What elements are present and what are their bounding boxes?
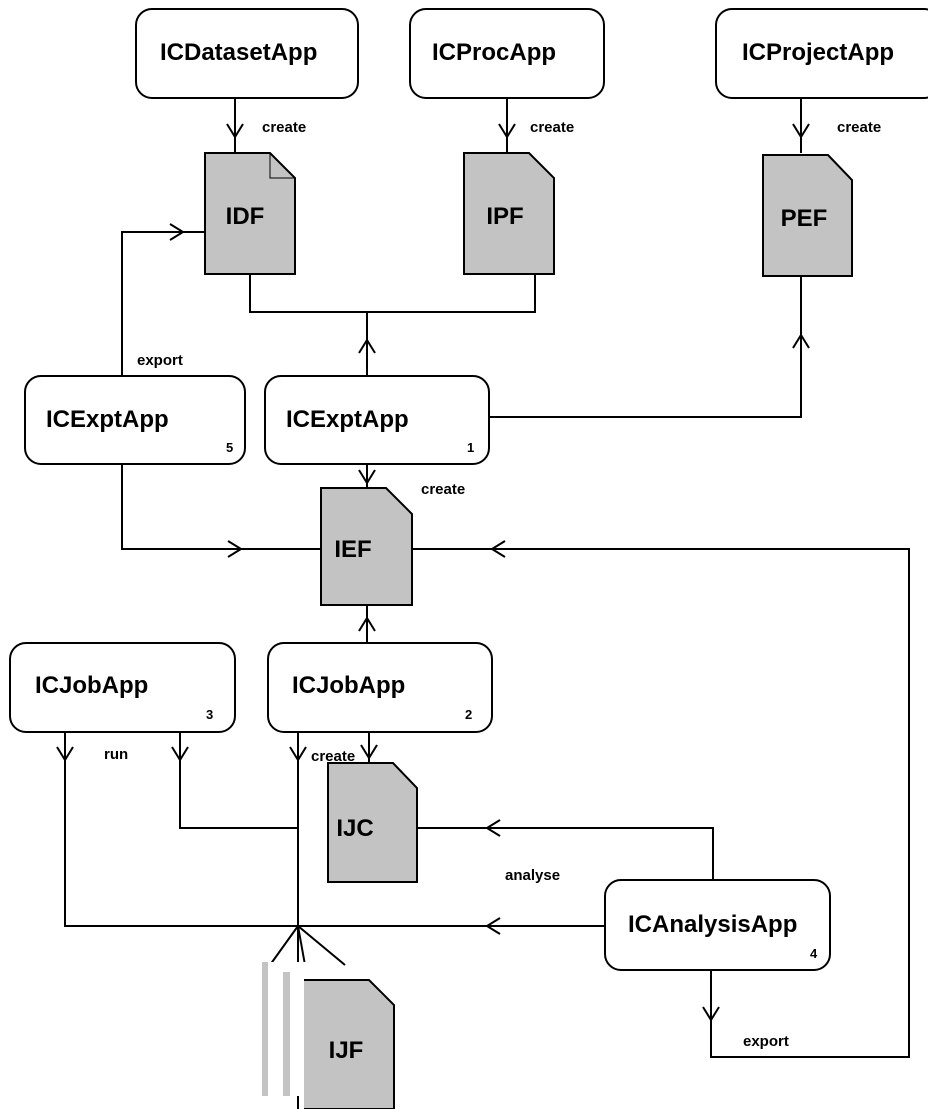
app-analysis-label: ICAnalysisApp	[628, 911, 797, 938]
edge-label-export-analysis: export	[743, 1033, 789, 1050]
connectors	[64, 99, 910, 1109]
file-pef-label: PEF	[781, 205, 828, 232]
arrow-down-idf	[226, 123, 244, 139]
arrow-down-ipf	[498, 123, 516, 139]
file-pef: PEF	[762, 154, 853, 277]
arrow-down-job3-left	[56, 746, 74, 762]
arrow-left-ief	[490, 540, 506, 558]
arrow-down-ijc	[360, 744, 378, 760]
app-job-2-number: 2	[465, 707, 472, 722]
file-idf-label: IDF	[226, 203, 265, 230]
app-expt-1-label: ICExptApp	[286, 406, 409, 433]
arrow-down-pef	[792, 123, 810, 139]
arrow-left-ijc	[485, 819, 501, 837]
edge-label-export-expt5: export	[137, 352, 183, 369]
arrow-down-job2-trunk	[289, 746, 307, 762]
connector-ijf-fan	[269, 924, 346, 966]
app-proc[interactable]: ICProcApp	[409, 8, 605, 99]
app-job-2-label: ICJobApp	[292, 672, 405, 699]
edge-label-run: run	[104, 746, 128, 763]
file-ijf-page-front	[304, 979, 395, 1109]
app-job-3[interactable]: ICJobApp 3	[9, 642, 236, 733]
connector-job3-ijc	[179, 733, 298, 829]
edge-label-create-ijc: create	[311, 748, 355, 765]
arrow-up-pef	[792, 333, 810, 349]
connector-expt1-pef	[489, 277, 802, 418]
app-expt-5-number: 5	[226, 440, 233, 455]
app-expt-1-number: 1	[467, 440, 474, 455]
app-project[interactable]: ICProjectApp	[715, 8, 928, 99]
edge-label-create-idf: create	[262, 119, 306, 136]
arrow-left-ijf	[485, 917, 501, 935]
file-ijf-label: IJF	[329, 1037, 364, 1064]
app-job-3-number: 3	[206, 707, 213, 722]
edge-label-analyse: analyse	[505, 867, 560, 884]
file-ipf: IPF	[463, 152, 555, 275]
edge-label-create-ief: create	[421, 481, 465, 498]
arrow-up-merge	[358, 338, 376, 354]
app-analysis[interactable]: ICAnalysisApp 4	[604, 879, 831, 971]
connector-job3-ijf	[64, 733, 298, 927]
edge-label-create-pef: create	[837, 119, 881, 136]
app-analysis-number: 4	[810, 946, 818, 961]
connector-idf-ipf-merge	[249, 275, 536, 313]
app-dataset-label: ICDatasetApp	[160, 39, 317, 66]
app-job-3-label: ICJobApp	[35, 672, 148, 699]
file-ief: IEF	[320, 487, 413, 606]
edge-labels: create create create export create run c…	[104, 119, 881, 1050]
app-job-2[interactable]: ICJobApp 2	[267, 642, 493, 733]
connector-ijf-fan-mid	[297, 925, 306, 966]
app-proc-label: ICProcApp	[432, 39, 556, 66]
app-expt-5[interactable]: ICExptApp 5	[24, 375, 246, 465]
edge-label-create-ipf: create	[530, 119, 574, 136]
file-idf: IDF	[204, 152, 296, 275]
arrow-down-job3-run	[171, 746, 189, 762]
app-expt-1[interactable]: ICExptApp 1	[264, 375, 490, 465]
connector-analysis-ijc	[417, 827, 714, 880]
file-ijc-label: IJC	[336, 815, 373, 842]
arrow-down-export	[702, 1006, 720, 1022]
app-project-label: ICProjectApp	[742, 39, 894, 66]
connector-analysis-ief	[412, 548, 910, 1058]
app-dataset[interactable]: ICDatasetApp	[135, 8, 359, 99]
file-ijf-shadow-mid	[283, 972, 290, 1096]
file-ijf-stack: IJF	[262, 962, 395, 1109]
arrow-right-ief	[227, 540, 243, 558]
file-ijf-shadow-back	[262, 962, 268, 1096]
arrow-up-ief	[358, 616, 376, 632]
connector-expt5-ief	[121, 464, 321, 550]
arrowheads	[56, 123, 810, 1022]
arrow-right-idf	[169, 223, 185, 241]
app-expt-5-label: ICExptApp	[46, 406, 169, 433]
file-ief-label: IEF	[334, 536, 371, 563]
file-ipf-label: IPF	[486, 203, 523, 230]
arrow-down-ief	[358, 469, 376, 485]
connector-expt5-idf	[121, 231, 205, 376]
file-ijc: IJC	[327, 762, 418, 883]
